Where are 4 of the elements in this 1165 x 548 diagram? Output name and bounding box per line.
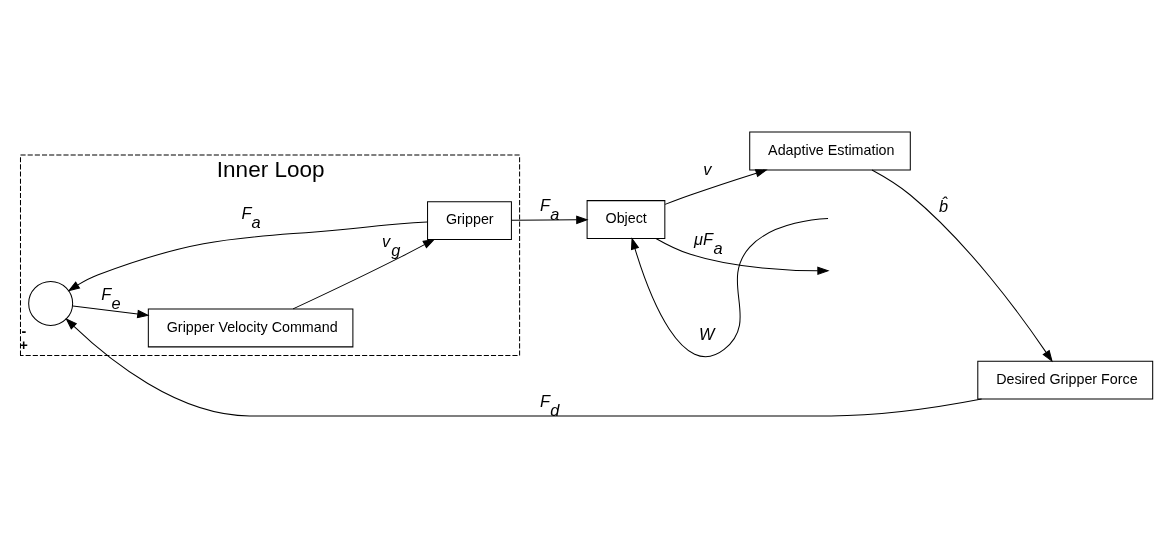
edge-label: W xyxy=(699,325,715,344)
node-label: - xyxy=(21,322,27,339)
edge-label: v xyxy=(703,160,712,179)
edge-label: b̂ xyxy=(938,197,949,216)
